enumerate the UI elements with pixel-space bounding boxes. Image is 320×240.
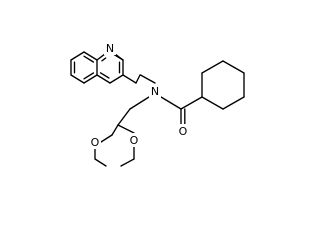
amide-group: [139, 74, 203, 125]
bond: [222, 60, 245, 74]
bond: [117, 124, 135, 134]
bond: [109, 74, 124, 84]
quinoline-group: [70, 51, 124, 84]
dioxane-oxygen-right-label: O: [130, 134, 139, 147]
bond: [129, 96, 150, 110]
bond: [122, 74, 137, 84]
label-background: [149, 84, 161, 98]
bond: [139, 74, 156, 84]
bond: [180, 96, 203, 110]
dioxane-oxygen-left-label: O: [91, 136, 100, 149]
bond: [83, 51, 98, 61]
bond: [96, 74, 111, 84]
bond: [96, 53, 105, 61]
label-background: [89, 135, 101, 149]
atom-labels: N N O O O: [89, 41, 189, 149]
molecule-structure-diagram: N N O O O: [70, 41, 245, 167]
bond: [111, 124, 119, 136]
dioxane-ring: [94, 124, 135, 167]
bond: [94, 158, 107, 167]
bond: [120, 158, 135, 167]
bond: [135, 74, 141, 84]
label-background: [128, 133, 140, 147]
bond: [201, 96, 224, 110]
bond: [83, 55, 95, 63]
amide-nitrogen-label: N: [151, 85, 159, 98]
bond: [83, 72, 95, 80]
bond: [70, 74, 85, 84]
bond: [160, 96, 182, 110]
label-background: [104, 41, 116, 55]
bond: [100, 134, 113, 143]
bond: [101, 57, 107, 62]
bond: [222, 96, 245, 110]
linker-bonds: [122, 74, 141, 84]
bond: [117, 108, 131, 126]
bond: [70, 51, 85, 61]
cyclohexane-ring: [201, 60, 245, 110]
bond: [99, 72, 110, 79]
dioxane-linker: [117, 96, 150, 126]
bond: [115, 53, 124, 61]
label-background: [177, 124, 189, 138]
bond: [201, 60, 224, 74]
bond: [83, 74, 98, 84]
carbonyl-oxygen-label: O: [179, 125, 188, 138]
quinoline-nitrogen-label: N: [106, 42, 114, 55]
